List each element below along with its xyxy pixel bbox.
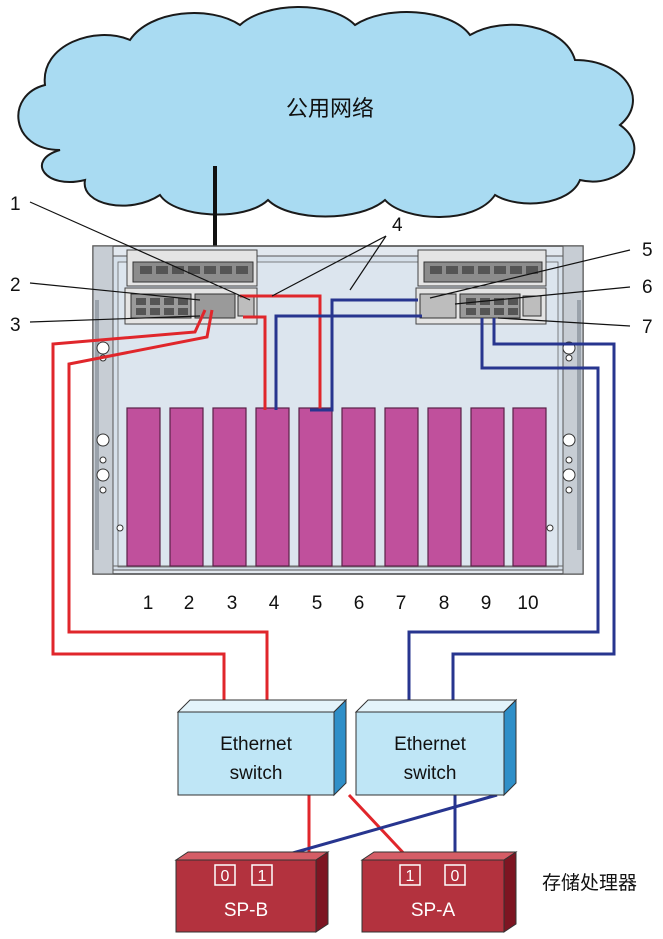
slot-number-6: 6 [354, 593, 365, 614]
blade-slot-1 [126, 407, 161, 567]
slot-number-9: 9 [481, 593, 492, 614]
blade-slot-2 [169, 407, 204, 567]
slot-number-10: 10 [517, 593, 538, 614]
io-module-left-bottom [124, 287, 258, 325]
callout-leaders [29, 201, 631, 327]
blade-slot-9 [470, 407, 505, 567]
switch-right-line1: Ethernet [394, 734, 467, 755]
ethernet-switch-right: Ethernet switch [354, 698, 518, 797]
spa-name: SP-A [411, 900, 456, 921]
slot-number-5: 5 [312, 593, 323, 614]
blade-slot-5 [298, 407, 333, 567]
spb-port-0-label: 0 [221, 868, 230, 885]
switch-right-line2: switch [404, 763, 457, 784]
red-cables [51, 294, 412, 862]
switch-left-line2: switch [230, 763, 283, 784]
spb-port-0 [214, 864, 236, 886]
ethernet-switch-left: Ethernet switch [176, 698, 348, 797]
spa-port-1 [399, 864, 421, 886]
blade-slot-10 [512, 407, 547, 567]
slot-number-2: 2 [184, 593, 195, 614]
blade-slot-3 [212, 407, 247, 567]
slot-number-1: 1 [143, 593, 154, 614]
storage-processor-spa: 1 0 SP-A [360, 851, 518, 933]
spa-port-0 [444, 864, 466, 886]
slot-number-row: 1 2 3 4 5 6 7 8 9 10 [143, 593, 539, 614]
blade-slot-7 [384, 407, 419, 567]
blade-slot-8 [427, 407, 462, 567]
blade-slots [126, 407, 547, 567]
spa-port-0-label: 0 [451, 868, 460, 885]
public-network-cloud: 公用网络 [17, 6, 636, 218]
spb-port-1 [251, 864, 273, 886]
storage-processor-spb: 0 1 SP-B [174, 851, 330, 933]
callout-7: 7 [642, 317, 653, 338]
blade-slot-4 [255, 407, 290, 567]
callout-4: 4 [392, 215, 403, 236]
spb-port-1-label: 1 [258, 868, 267, 885]
slot-number-7: 7 [396, 593, 407, 614]
slot-number-8: 8 [439, 593, 450, 614]
cloud-label: 公用网络 [286, 97, 374, 122]
callout-2: 2 [10, 275, 21, 296]
blade-slot-6 [341, 407, 376, 567]
switch-left-line1: Ethernet [220, 734, 293, 755]
callout-6: 6 [642, 277, 653, 298]
spa-port-1-label: 1 [406, 868, 415, 885]
slot-number-3: 3 [227, 593, 238, 614]
slot-number-4: 4 [269, 593, 280, 614]
callout-3: 3 [10, 315, 21, 336]
blue-cables [267, 298, 616, 862]
callout-1: 1 [10, 194, 21, 215]
callout-5: 5 [642, 240, 653, 261]
storage-processor-label: 存储处理器 [542, 872, 637, 894]
callout-numbers: 1 2 3 4 5 6 7 [10, 194, 653, 338]
spb-name: SP-B [224, 900, 268, 921]
